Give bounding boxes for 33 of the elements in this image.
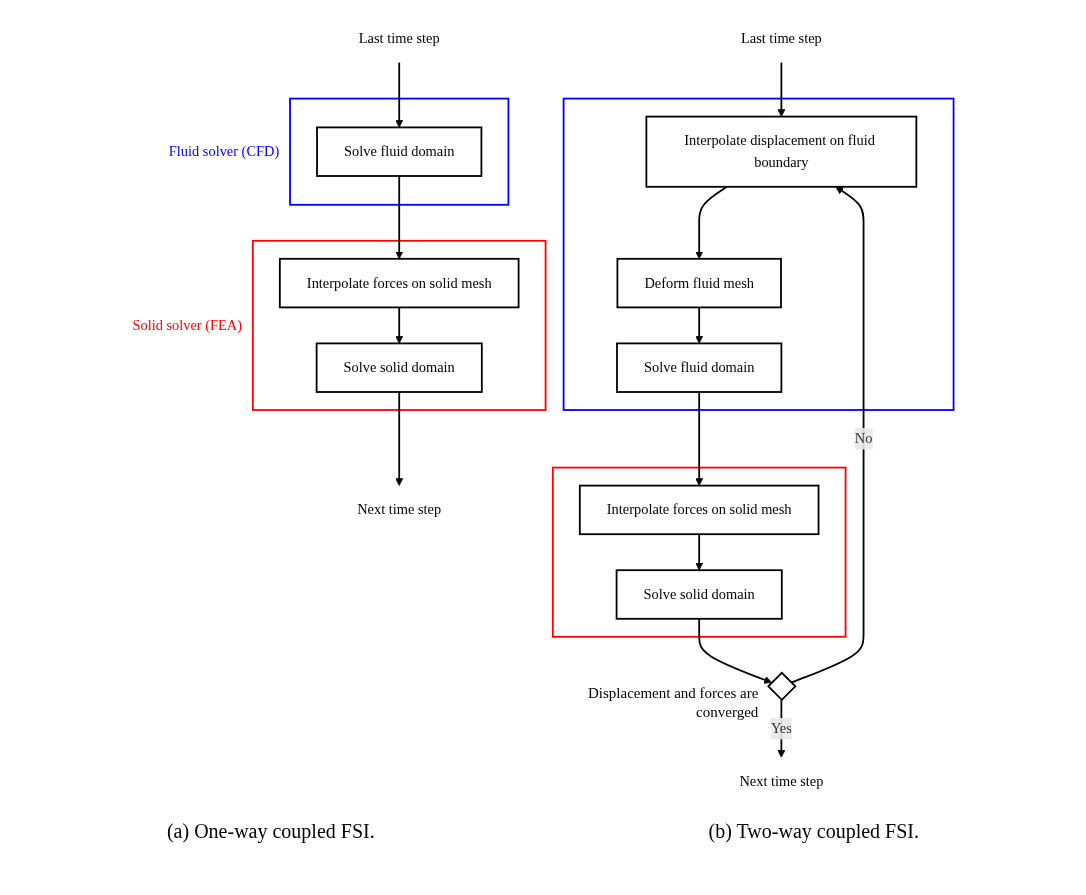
node-text: Next time step <box>739 773 824 789</box>
node-text: Next time step <box>357 501 442 518</box>
node-box <box>645 115 918 188</box>
node-box <box>316 126 483 177</box>
node-text: Last time step <box>358 30 440 46</box>
node-box <box>578 484 820 536</box>
node-text: Last time step <box>740 30 822 46</box>
node-box <box>616 257 782 309</box>
arrow <box>695 185 728 260</box>
node-diamond <box>767 671 797 702</box>
cluster <box>551 466 847 638</box>
arrow <box>395 175 404 260</box>
arrow <box>695 391 704 486</box>
arrow <box>698 617 772 684</box>
edge-label: No <box>854 430 873 446</box>
arrow <box>777 61 786 117</box>
arrow <box>395 306 404 344</box>
cluster <box>562 97 955 411</box>
arrow <box>695 306 704 344</box>
cluster <box>251 239 547 411</box>
arrow <box>790 186 865 684</box>
node-box <box>278 257 520 309</box>
arrow <box>395 391 404 486</box>
node-box <box>615 569 783 620</box>
cluster <box>289 97 510 206</box>
figure-caption: (a) One-way coupled FSI. <box>166 820 375 843</box>
node-box <box>616 342 783 393</box>
node-box <box>315 342 483 393</box>
arrow <box>695 533 704 571</box>
figure-caption: (b) Two-way coupled FSI. <box>708 820 919 843</box>
arrow <box>395 61 404 128</box>
edge-label: Yes <box>770 720 792 736</box>
decision-caption: Displacement and forces are converged <box>586 684 759 722</box>
